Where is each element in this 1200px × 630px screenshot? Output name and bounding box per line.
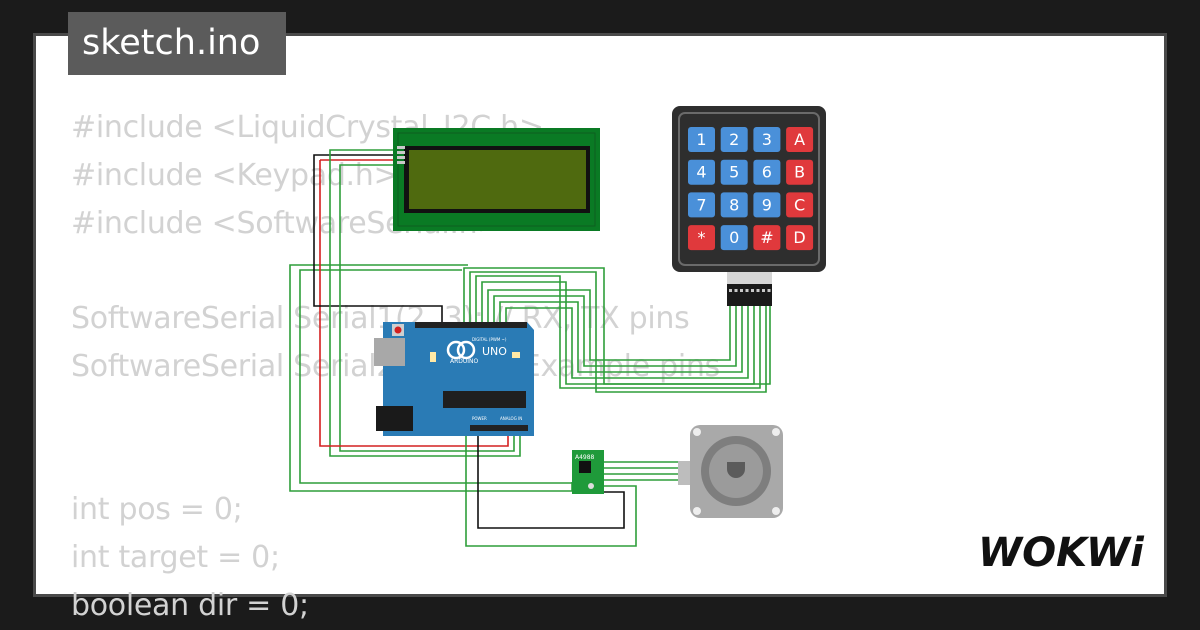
keypad-pin bbox=[767, 289, 771, 292]
keypad-key-label: 9 bbox=[762, 195, 772, 214]
keypad-key-label: 7 bbox=[696, 195, 706, 214]
digital-label: DIGITAL (PWM ~) bbox=[472, 337, 507, 342]
keypad-key[interactable] bbox=[753, 127, 781, 152]
keypad-pin bbox=[734, 289, 738, 292]
keypad-key[interactable] bbox=[688, 127, 715, 152]
keypad-pin bbox=[762, 289, 765, 292]
keypad-key[interactable] bbox=[786, 225, 814, 251]
file-name-tab: sketch.ino bbox=[68, 12, 286, 75]
keypad-key[interactable] bbox=[720, 192, 748, 218]
keypad-key-label: 6 bbox=[762, 163, 772, 182]
keypad-key-label: 1 bbox=[696, 130, 706, 149]
keypad-key[interactable] bbox=[720, 127, 748, 152]
keypad-key[interactable] bbox=[720, 225, 748, 251]
driver-chip bbox=[579, 461, 591, 473]
digital-header bbox=[415, 322, 527, 328]
arduino-model: UNO bbox=[482, 345, 507, 358]
keypad-pin bbox=[751, 289, 754, 292]
keypad-key-label: B bbox=[794, 163, 805, 182]
keypad-pin bbox=[745, 289, 749, 292]
keypad-key-label: 5 bbox=[729, 163, 739, 182]
arduino-brand: ARDUINO bbox=[450, 358, 479, 365]
keypad-key[interactable] bbox=[786, 127, 814, 152]
keypad-pin bbox=[729, 289, 732, 292]
keypad-keys: 1 2 3 A 4 5 6 B 7 8 9 C * 0 # D bbox=[688, 127, 814, 251]
keypad-key[interactable] bbox=[688, 159, 715, 185]
arduino-uno[interactable]: ARDUINO UNO DIGITAL (PWM ~) POWER ANALOG… bbox=[374, 322, 534, 436]
keypad-key-label: D bbox=[793, 228, 805, 247]
power-label: POWER bbox=[472, 416, 487, 421]
wokwi-logo: WOKWi bbox=[978, 530, 1145, 576]
a4988-driver[interactable]: A4988 bbox=[572, 450, 604, 494]
lcd-pins bbox=[397, 146, 405, 164]
keypad-key[interactable] bbox=[688, 192, 715, 218]
keypad-pin bbox=[756, 289, 760, 292]
motor-shaft bbox=[727, 462, 745, 478]
keypad-pin bbox=[740, 289, 743, 292]
keypad-key-label: 8 bbox=[729, 195, 739, 214]
stepper-motor[interactable] bbox=[678, 425, 783, 518]
lcd-screen bbox=[409, 150, 586, 209]
usb-port bbox=[374, 338, 405, 366]
keypad-connector bbox=[727, 272, 772, 306]
keypad-key-label: A bbox=[794, 130, 805, 149]
keypad-4x4[interactable]: 1 2 3 A 4 5 6 B 7 8 9 C * 0 # D bbox=[672, 106, 826, 306]
keypad-key[interactable] bbox=[786, 192, 814, 218]
analog-header bbox=[470, 425, 528, 431]
keypad-key-label: 2 bbox=[729, 130, 739, 149]
keypad-key-label: 0 bbox=[729, 228, 739, 247]
keypad-key[interactable] bbox=[786, 159, 814, 185]
keypad-key[interactable] bbox=[753, 192, 781, 218]
keypad-key-label: 3 bbox=[762, 130, 772, 149]
analog-label: ANALOG IN bbox=[500, 416, 522, 421]
preview-canvas: #include <LiquidCrystal_I2C.h> #include … bbox=[33, 33, 1167, 623]
keypad-key[interactable] bbox=[753, 225, 781, 251]
atmega-chip bbox=[443, 391, 526, 408]
arduino-logo-icon bbox=[456, 340, 476, 360]
keypad-key[interactable] bbox=[753, 159, 781, 185]
keypad-key-label: # bbox=[760, 228, 773, 247]
power-jack bbox=[376, 406, 413, 431]
keypad-key-label: 4 bbox=[696, 163, 706, 182]
keypad-key-label: C bbox=[794, 195, 805, 214]
keypad-key[interactable] bbox=[720, 159, 748, 185]
keypad-key[interactable] bbox=[688, 225, 715, 251]
keypad-key-label: * bbox=[698, 228, 706, 247]
svg-text:WOKWi: WOKWi bbox=[978, 530, 1145, 576]
driver-label: A4988 bbox=[575, 454, 595, 461]
lcd-display[interactable] bbox=[393, 128, 600, 231]
